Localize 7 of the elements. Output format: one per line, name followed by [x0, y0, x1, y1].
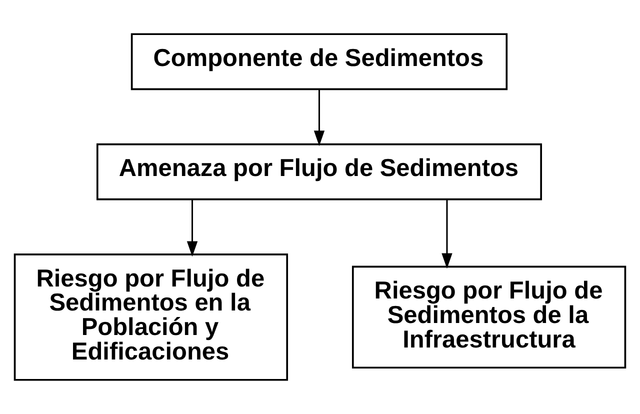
- arrow: [314, 89, 325, 146]
- arrow: [442, 200, 452, 269]
- node-box: Riesgo por Flujo de Sedimentos en la Población y Edificaciones: [14, 254, 288, 381]
- node-box: Componente de Sedimentos: [130, 33, 508, 90]
- node-box: Amenaza por Flujo de Sedimentos: [96, 143, 542, 200]
- arrow: [186, 200, 198, 257]
- node-box: Riesgo por Flujo de Sedimentos de la Infraestructura: [352, 266, 626, 369]
